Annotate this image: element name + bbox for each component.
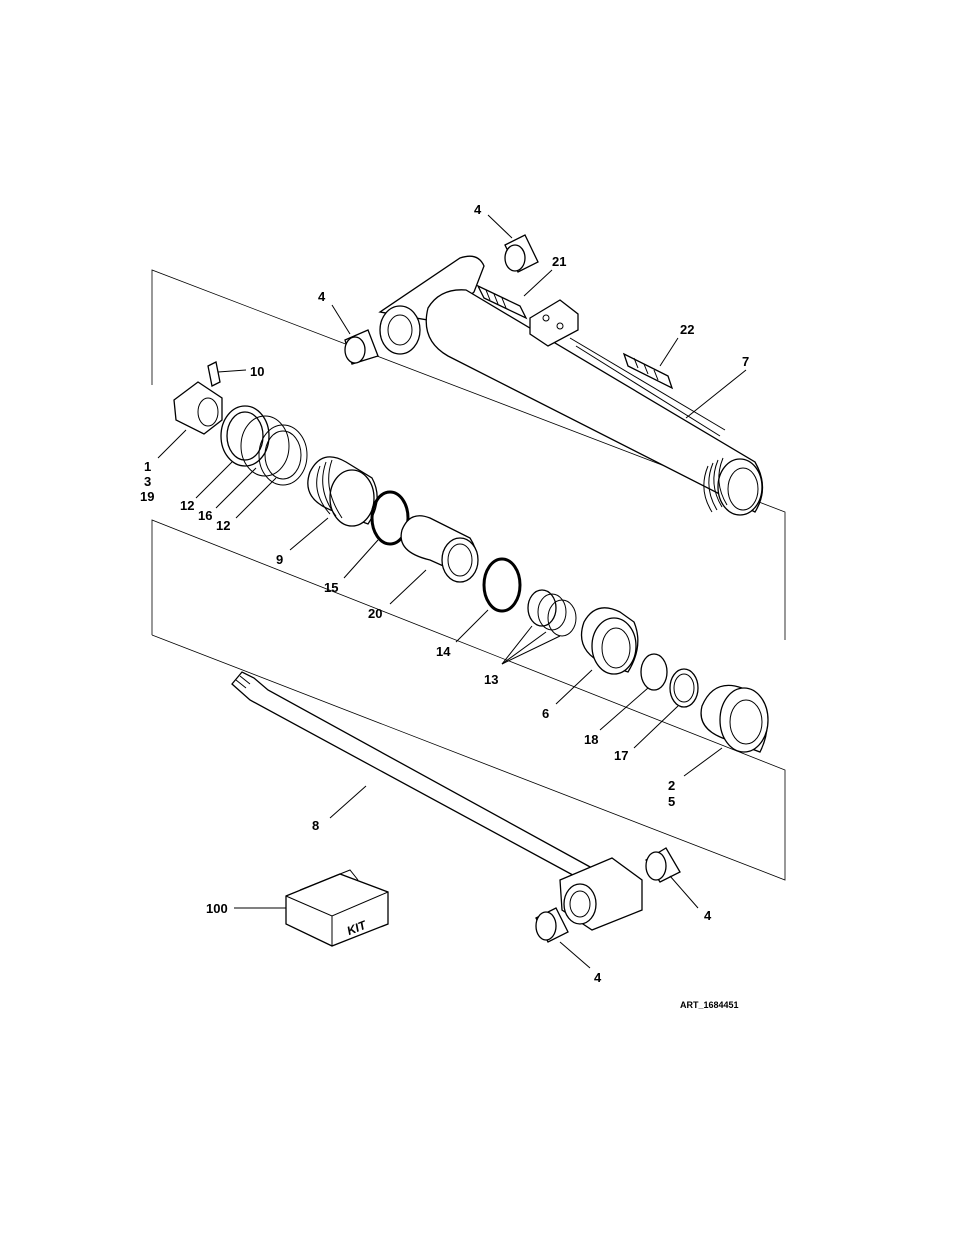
bushing-barrel <box>344 329 379 365</box>
callout-4-barrel: 4 <box>318 289 326 304</box>
cylinder-barrel <box>378 255 764 516</box>
wear-ring-18 <box>640 653 668 691</box>
callout-12-a: 12 <box>180 498 194 513</box>
art-id-label: ART_1684451 <box>680 1000 739 1010</box>
wiper-17 <box>669 668 699 708</box>
bushing-rod-right <box>645 847 681 883</box>
callout-100: 100 <box>206 901 228 916</box>
callout-12-b: 12 <box>216 518 230 533</box>
o-ring-14 <box>482 557 522 613</box>
piston-rod <box>231 671 643 931</box>
callout-20: 20 <box>368 606 382 621</box>
callout-labels: 4 21 4 22 7 10 1 3 19 12 16 12 9 15 20 1… <box>140 202 749 985</box>
bushing-top <box>504 234 539 273</box>
callout-5: 5 <box>668 794 675 809</box>
callout-18: 18 <box>584 732 598 747</box>
end-cap <box>700 684 769 753</box>
spacer-tube <box>400 515 479 583</box>
callout-4-rod-right: 4 <box>704 908 712 923</box>
seal-rings-12-16 <box>220 405 308 486</box>
callout-21: 21 <box>552 254 566 269</box>
callout-4-rod-bottom: 4 <box>594 970 602 985</box>
kit-box: KIT <box>285 869 389 947</box>
callout-8: 8 <box>312 818 319 833</box>
callout-3: 3 <box>144 474 151 489</box>
callout-6: 6 <box>542 706 549 721</box>
lock-nut <box>173 381 223 435</box>
callout-19: 19 <box>140 489 154 504</box>
o-ring-15 <box>370 490 410 546</box>
callout-7: 7 <box>742 354 749 369</box>
callout-1: 1 <box>144 459 151 474</box>
callout-9: 9 <box>276 552 283 567</box>
callout-17: 17 <box>614 748 628 763</box>
piston <box>307 456 378 527</box>
callout-22: 22 <box>680 322 694 337</box>
cylinder-head <box>580 607 639 675</box>
alignment-guides <box>151 269 786 881</box>
fitting-22 <box>622 352 674 390</box>
rod-seals-13 <box>527 589 577 637</box>
callout-10: 10 <box>250 364 264 379</box>
callout-15: 15 <box>324 580 338 595</box>
callout-13: 13 <box>484 672 498 687</box>
leader-lines <box>157 214 747 969</box>
bushing-rod-bottom <box>535 907 569 943</box>
fitting-21 <box>476 284 528 320</box>
callout-4-top: 4 <box>474 202 482 217</box>
callout-16: 16 <box>198 508 212 523</box>
set-screw <box>207 361 221 387</box>
callout-2: 2 <box>668 778 675 793</box>
callout-14: 14 <box>436 644 451 659</box>
